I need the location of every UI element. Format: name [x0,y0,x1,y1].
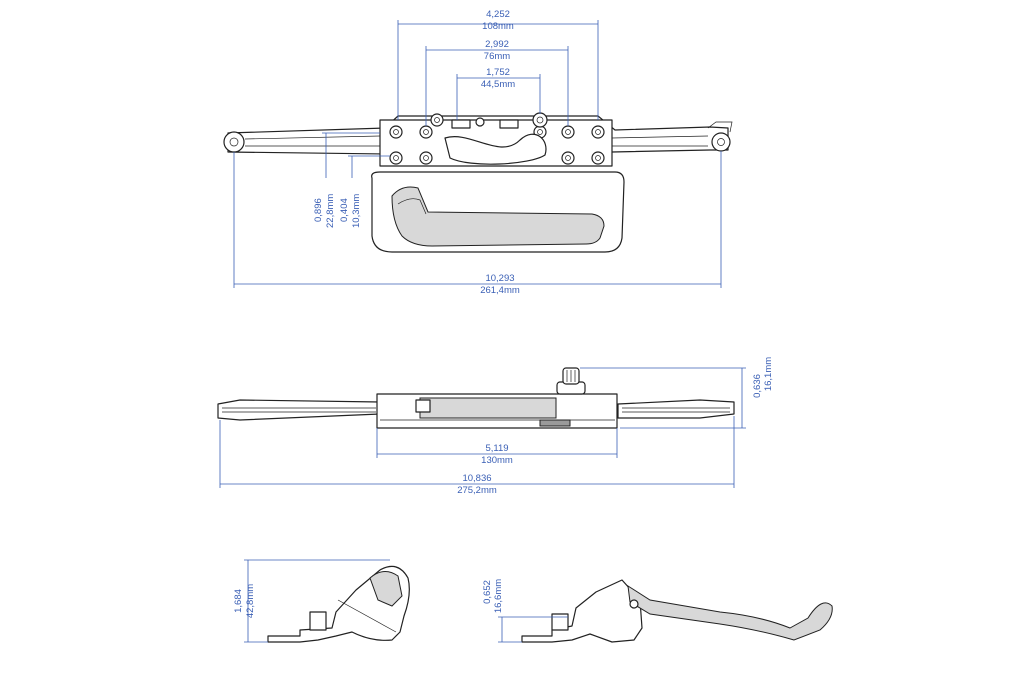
side-arm-right [617,399,735,419]
folding-handle [391,186,605,247]
dim-end-cover-height-mm: 42,8mm [245,584,256,618]
dim-inner-width-in: 1,752 [486,67,510,78]
arm-end-hole [229,137,239,147]
dim-end-handle-height-mm: 16,6mm [493,579,504,613]
dim-side-height-mm: 16,1mm [763,357,774,391]
screw-holes [389,112,605,165]
dim-top-overall-in: 10,293 [485,273,514,284]
end-view-handle [521,579,833,643]
dim-side-body-mm: 130mm [481,455,513,466]
end-cover-grip [369,571,403,607]
dim-top-overall-mm: 261,4mm [480,285,520,296]
side-clip [539,419,571,427]
end-handle-dimension: 0,652 16,6mm [482,579,568,643]
end-handle-tab [551,613,569,631]
dim-offset-b-in: 0,404 [339,198,350,222]
dim-mid-width-in: 2,992 [485,39,509,50]
dim-side-height-in: 0,636 [752,374,763,398]
end-handle-body [521,579,643,643]
arm-hook [707,121,733,133]
end-handle-lever [627,585,833,641]
dim-mid-width-mm: 76mm [484,51,510,62]
side-latch [415,399,431,413]
arm-end-hole-right [717,138,725,146]
dim-outer-width-mm: 108mm [482,21,514,32]
top-view-dimensions: 4,252 108mm 2,992 76mm 1,752 44,5mm 0,89… [233,9,722,296]
side-cover [419,397,557,419]
dim-side-overall-in: 10,836 [462,473,491,484]
arm-end-pivot [223,131,245,153]
slot-left [451,119,471,129]
arm-end-pivot-right [711,132,731,152]
end-cover-tab [309,611,327,631]
end-view-cover [267,565,410,643]
dim-offset-a-in: 0,896 [313,198,324,222]
dim-inner-width-mm: 44,5mm [481,79,515,90]
end-handle-pivot [629,599,639,609]
end-cover-dimension: 1,684 42,8mm [233,559,390,643]
dim-side-overall-mm: 275,2mm [457,485,497,496]
dim-side-body-in: 5,119 [485,443,508,454]
slot-right [499,119,519,129]
top-view [223,112,733,253]
side-view [217,367,735,429]
side-view-dimensions: 0,636 16,1mm 5,119 130mm 10,836 275,2mm [219,357,774,496]
gear-linkage [444,133,547,165]
dim-offset-b-mm: 10,3mm [351,194,362,228]
dim-offset-a-mm: 22,8mm [325,194,336,228]
dim-outer-width-in: 4,252 [486,9,510,20]
dim-end-cover-height-in: 1,684 [233,589,244,613]
center-pin [475,117,485,127]
dim-end-handle-height-in: 0,652 [482,580,493,604]
side-arm-left [217,399,381,421]
